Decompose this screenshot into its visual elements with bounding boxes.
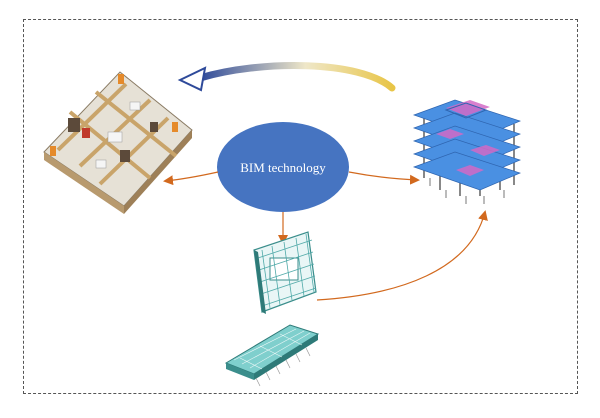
rebar-wall-icon: [253, 231, 317, 314]
top-curve-arrow: [177, 62, 396, 92]
arrow-rebar-to-building: [316, 210, 488, 301]
building-frame-3d-icon: [412, 99, 522, 204]
rebar-slab-icon: [224, 324, 320, 387]
house-floorplan-3d-icon: [43, 71, 193, 214]
bim-technology-node: BIM technology: [217, 122, 349, 212]
arrow-to-house: [163, 171, 219, 186]
diagram-frame: [23, 19, 578, 394]
bim-technology-label: BIM technology: [240, 160, 326, 175]
arrow-to-building: [348, 171, 420, 185]
